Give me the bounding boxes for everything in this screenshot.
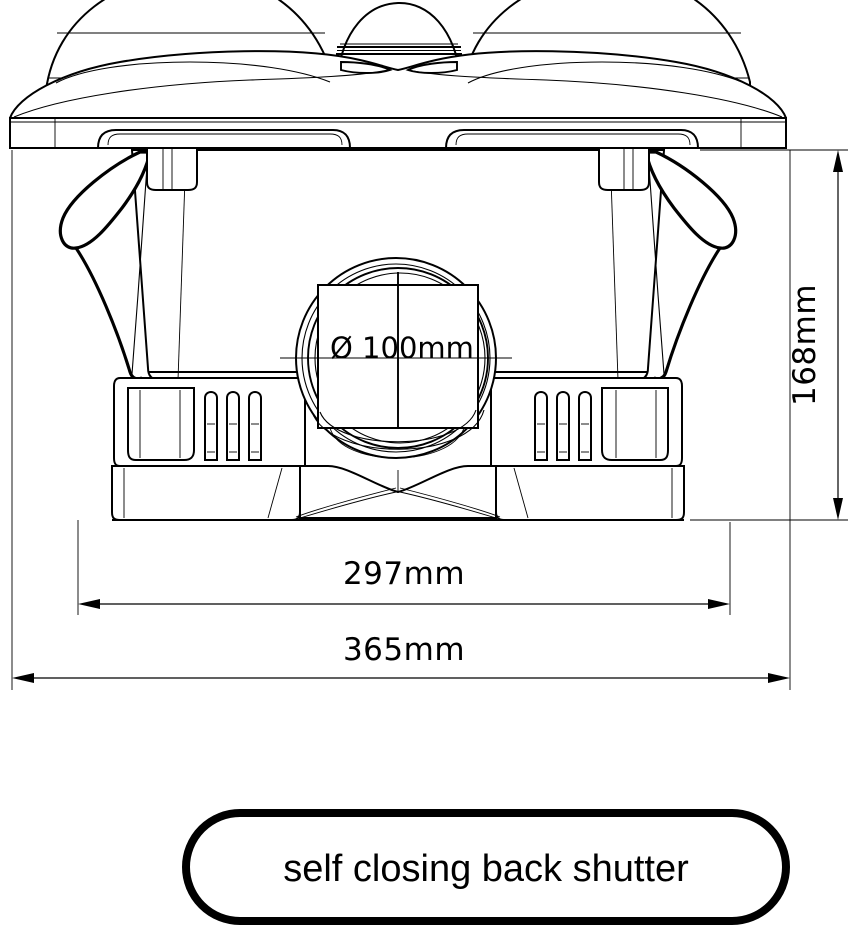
dimension-height-168: 168mm	[690, 149, 848, 521]
side-bracket-left-outer-edge	[74, 247, 143, 381]
diameter-label: Ø 100mm	[330, 331, 474, 365]
top-cap-inner-curve	[13, 69, 389, 118]
dimension-label-297: 297mm	[343, 556, 465, 592]
side-bracket-left	[58, 150, 152, 250]
serration-band-inner	[319, 409, 477, 443]
base-right-pocket	[601, 387, 669, 461]
back-shutter-port: Ø 100mm	[280, 257, 512, 459]
arrow-right-icon-365	[768, 673, 790, 683]
base-right-front	[495, 465, 685, 521]
grip-rail-left-inner	[107, 133, 343, 146]
serration-band-outer	[311, 409, 485, 450]
arrow-right-icon-297	[708, 599, 730, 609]
vent-fin-right-1	[534, 390, 548, 461]
callout-box	[182, 809, 790, 925]
grip-rail-left	[96, 129, 352, 149]
base-left-front	[111, 465, 301, 521]
side-brackets	[58, 150, 738, 381]
vent-fin-left-3	[248, 390, 262, 461]
callout-self-closing-back-shutter: self closing back shutter	[182, 809, 790, 925]
top-cap-inner-curve-right	[407, 69, 783, 118]
cap-center-hub-left	[340, 61, 393, 74]
dome-right-base-arc	[467, 61, 743, 84]
grip-rail-right-inner	[455, 133, 691, 146]
arrow-down-icon	[833, 498, 843, 520]
top-cap-assembly	[9, 0, 787, 149]
vent-fin-right-2	[556, 390, 570, 461]
dimension-width-365: 365mm	[11, 150, 791, 690]
arrow-left-icon-365	[12, 673, 34, 683]
vent-fin-left-2	[226, 390, 240, 461]
dimension-width-297: 297mm	[77, 520, 731, 615]
base-center-bridge-curve-right2	[399, 487, 501, 518]
side-bracket-right	[644, 150, 738, 250]
vent-fins-left	[204, 390, 262, 461]
callout-label: self closing back shutter	[283, 848, 689, 890]
base-module	[111, 377, 685, 521]
vent-fins-right	[534, 390, 592, 461]
base-center-diag-right	[513, 467, 529, 519]
shutter-lower-arc	[329, 427, 465, 459]
arrow-left-icon-297	[78, 599, 100, 609]
grip-rail-right	[444, 129, 700, 149]
base-center-bridge-curve-right	[399, 491, 497, 519]
base-center-bridge-curve-left2	[295, 487, 397, 518]
grip-rails	[96, 129, 700, 149]
dome-left-base-arc	[55, 61, 331, 84]
dimension-label-365: 365mm	[343, 632, 465, 668]
base-left-pocket	[127, 387, 195, 461]
vent-fin-right-3	[578, 390, 592, 461]
dimension-label-168: 168mm	[787, 284, 823, 406]
cap-center-hub-right	[405, 61, 458, 74]
top-cap-shell	[9, 50, 787, 128]
vent-fin-left-1	[204, 390, 218, 461]
mounting-clips	[146, 147, 650, 191]
base-center-diag-left	[267, 467, 283, 519]
arrow-up-icon	[833, 150, 843, 172]
side-bracket-right-outer-edge	[653, 247, 722, 381]
base-center-bridge-curve-left	[299, 491, 397, 519]
